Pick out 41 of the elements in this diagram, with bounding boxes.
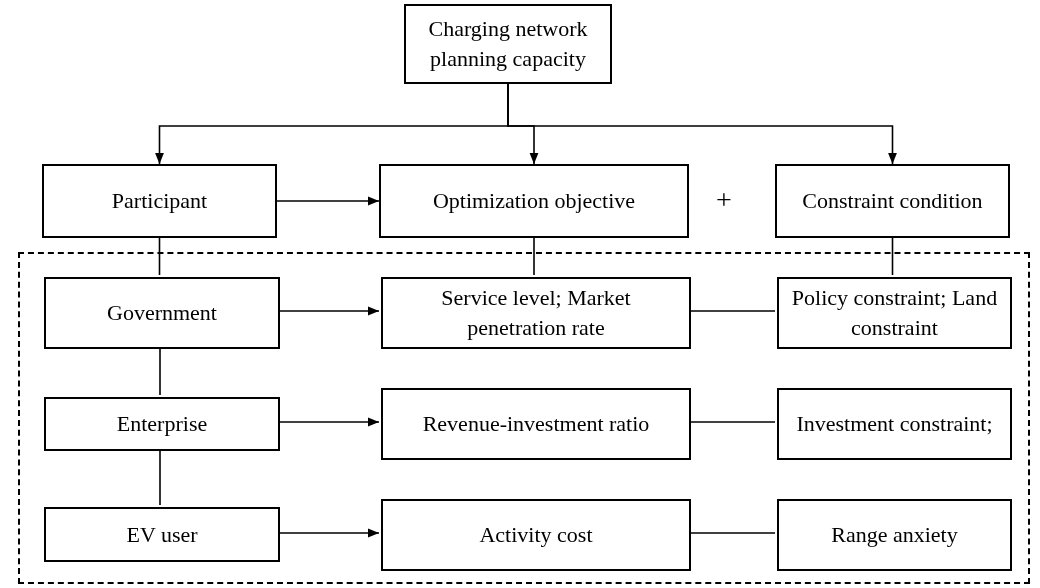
box-text: Participant	[110, 187, 209, 215]
box-text: EV user	[125, 520, 199, 549]
process-box	[381, 388, 691, 460]
arrow	[276, 196, 380, 206]
arrow	[277, 417, 380, 427]
process-box	[379, 164, 689, 238]
connector-line	[688, 421, 776, 423]
box-text: Government	[106, 299, 218, 327]
box-text: Activity cost	[478, 521, 594, 549]
arrow	[277, 306, 380, 316]
connector-line	[159, 346, 161, 396]
process-box	[777, 388, 1012, 460]
connector-line	[891, 237, 894, 276]
connector-line	[688, 310, 776, 312]
process-box	[44, 277, 280, 349]
connector-line	[533, 237, 535, 276]
process-box	[44, 507, 280, 562]
process-box	[404, 4, 612, 84]
process-box	[42, 164, 277, 238]
box-text: Constraint condition	[801, 187, 984, 215]
process-box	[777, 499, 1012, 571]
plus-sign: +	[716, 184, 732, 216]
process-box	[777, 277, 1012, 349]
box-text: Revenue-investment ratio	[421, 410, 651, 438]
process-box	[381, 499, 691, 571]
process-box	[775, 164, 1010, 238]
box-text: Charging network planning capacity	[427, 15, 589, 73]
box-text: Enterprise	[115, 410, 209, 438]
arrow	[507, 83, 897, 165]
box-text: Service level; Market penetration rate	[440, 284, 632, 342]
box-text: Policy constraint; Land constraint	[790, 284, 999, 342]
connector-line	[159, 448, 161, 506]
arrow	[277, 528, 380, 538]
dashed-group-frame	[18, 252, 1030, 584]
connector-line	[158, 237, 161, 276]
connector-line	[688, 532, 776, 534]
process-box	[44, 397, 280, 451]
box-text: Range anxiety	[830, 521, 959, 549]
process-box	[381, 277, 691, 349]
box-text: Optimization objective	[431, 187, 637, 215]
box-text: Investment constraint;	[795, 410, 994, 438]
